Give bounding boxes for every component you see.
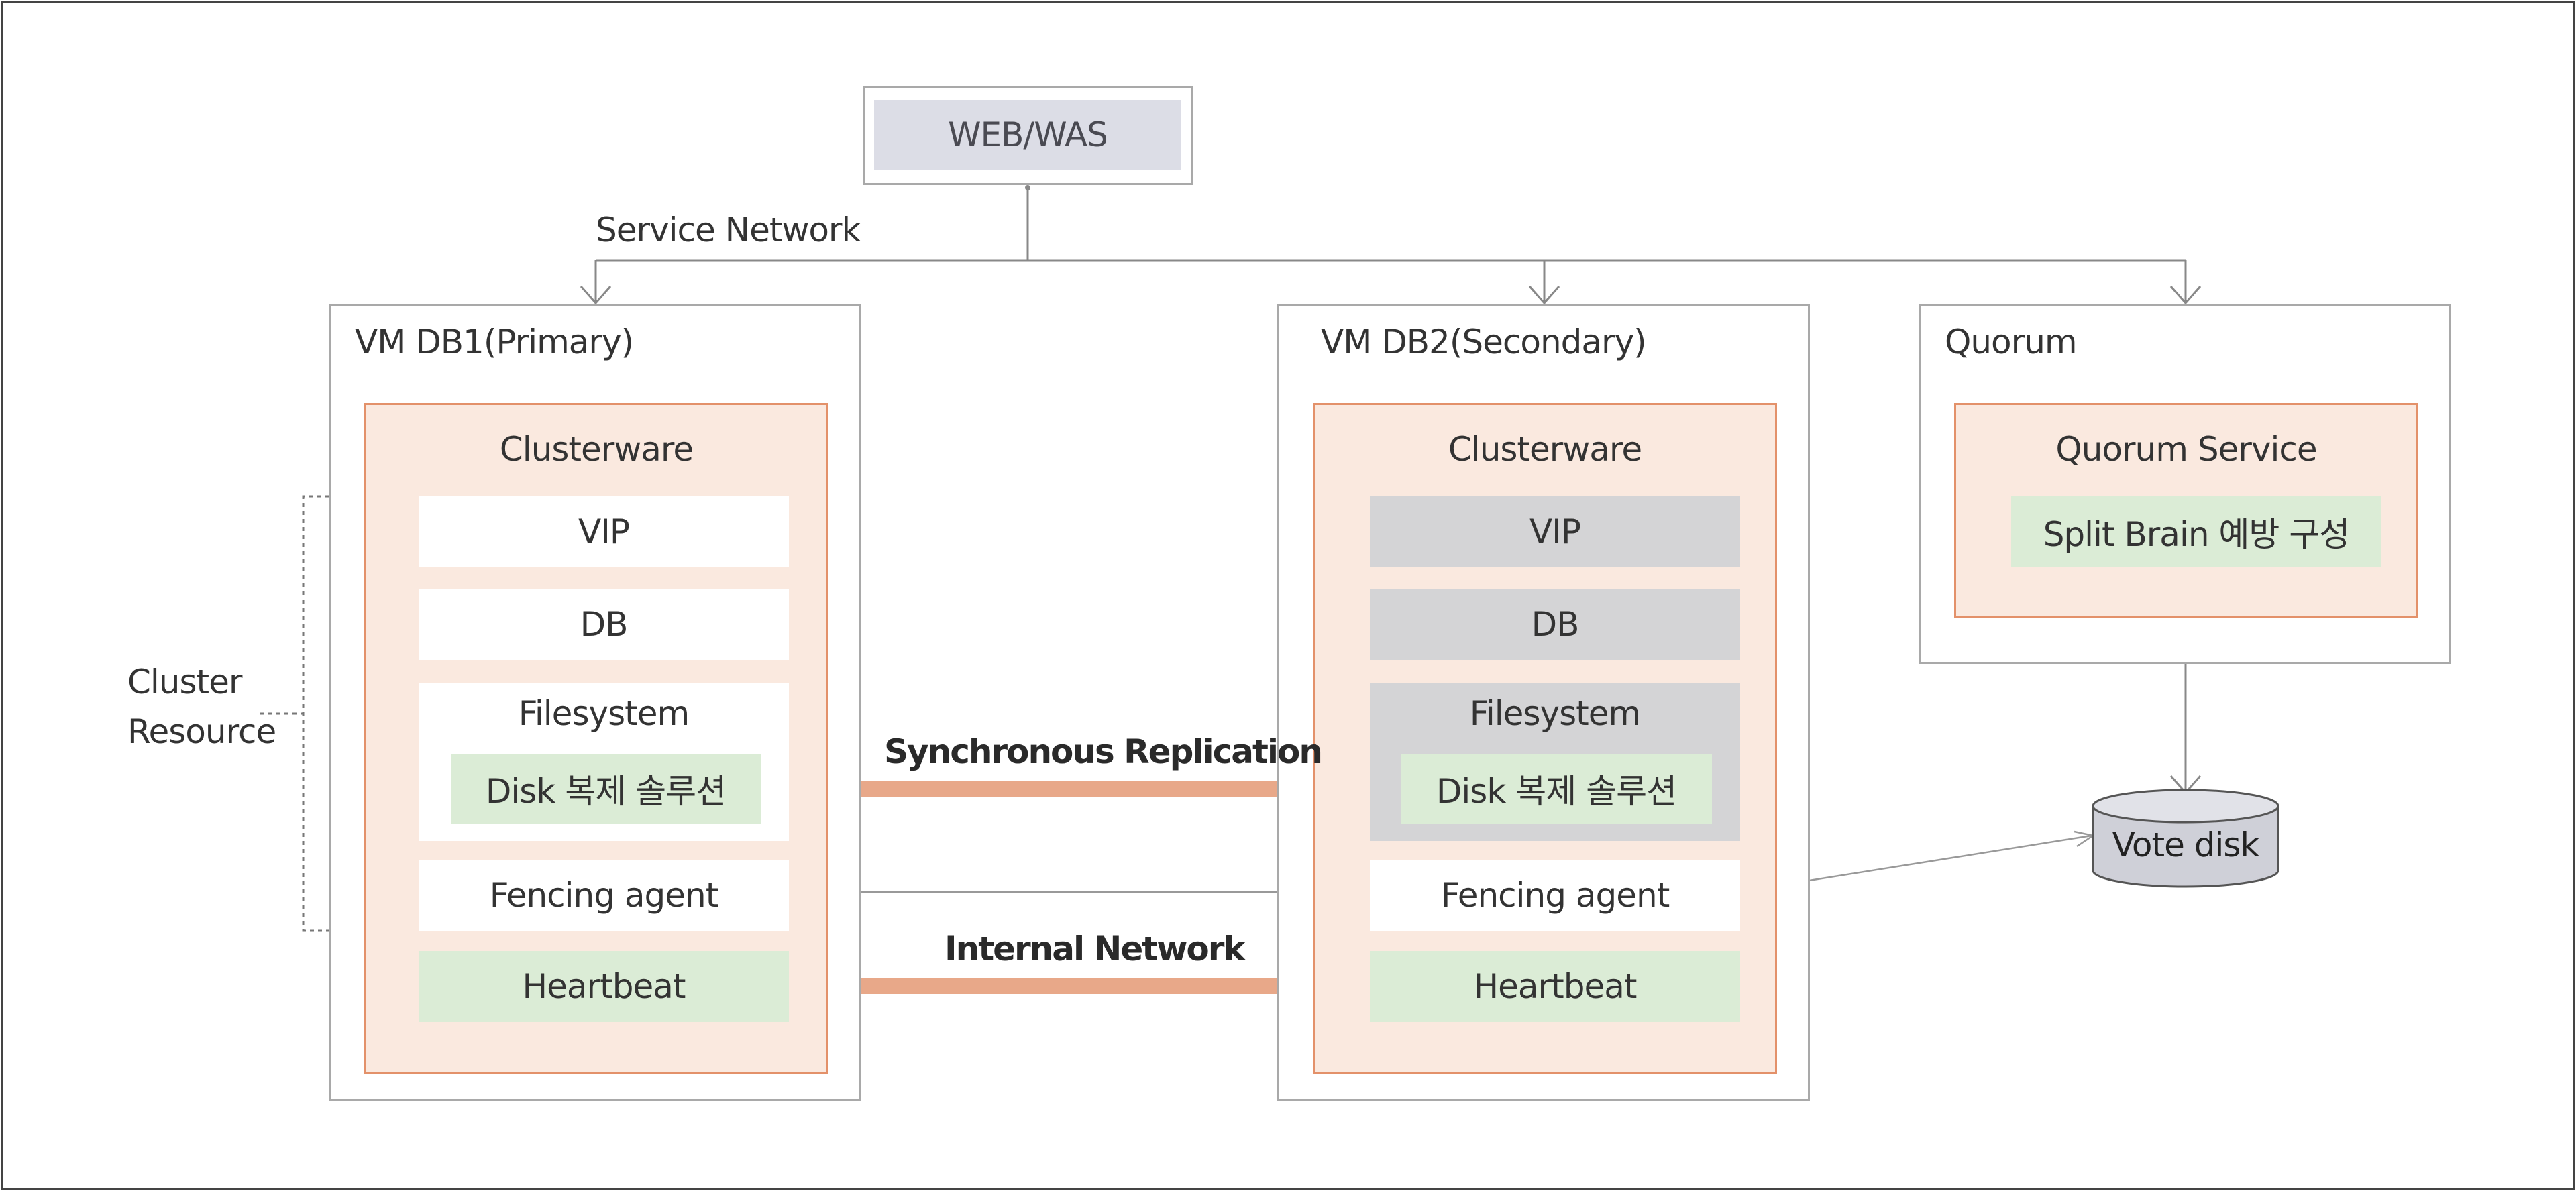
arrowhead-vm1 <box>580 286 612 305</box>
arrowhead-quorum <box>2169 286 2202 305</box>
vote-disk-label: Vote disk <box>2112 826 2260 864</box>
sync-arrow-shaft <box>789 781 1355 797</box>
vm-db1-title: VM DB1(Primary) <box>355 323 634 361</box>
sync-replication-label: Synchronous Replication <box>884 732 1323 771</box>
web-was-label: WEB/WAS <box>874 100 1181 170</box>
vote-disk-cylinder <box>2092 789 2279 888</box>
vm-db2-clusterware: Clusterware VIP DB Filesystem Disk 복제 솔루… <box>1313 403 1777 1074</box>
vm-db2-db: DB <box>1370 589 1740 660</box>
vm-db1-heartbeat: Heartbeat <box>419 951 789 1022</box>
vm-db1-panel: VM DB1(Primary) Clusterware VIP DB Files… <box>329 304 861 1101</box>
vm-db2-title: VM DB2(Secondary) <box>1321 323 1647 361</box>
web-was-box: WEB/WAS <box>863 86 1193 185</box>
service-network-lines <box>596 185 2186 262</box>
vm-db1-fencing-agent: Fencing agent <box>419 860 789 931</box>
service-network-label: Service Network <box>596 211 861 249</box>
web-connector-dot <box>1025 185 1030 190</box>
vm-db2-panel: VM DB2(Secondary) Clusterware VIP DB Fil… <box>1277 304 1810 1101</box>
internal-network-label: Internal Network <box>945 929 1246 968</box>
vm-db2-vip: VIP <box>1370 496 1740 567</box>
vm-db2-clusterware-title: Clusterware <box>1448 430 1642 469</box>
vm-db2-heartbeat: Heartbeat <box>1370 951 1740 1022</box>
arrowhead-vm2 <box>1528 286 1560 305</box>
vm-db1-db: DB <box>419 589 789 660</box>
vm-db1-filesystem-label: Filesystem <box>518 694 690 733</box>
split-brain-prevention: Split Brain 예방 구성 <box>2011 496 2381 567</box>
vote-disk-top <box>2092 789 2279 824</box>
quorum-service-box: Quorum Service Split Brain 예방 구성 <box>1954 403 2418 618</box>
vm-db1-clusterware-title: Clusterware <box>499 430 694 469</box>
cluster-resource-label-line2: Resource <box>127 712 276 751</box>
vm-db1-filesystem: Filesystem Disk 복제 솔루션 <box>419 683 789 841</box>
cluster-resource-label-line1: Cluster <box>127 663 242 701</box>
arrowhead-fencing-vote <box>2074 830 2096 848</box>
quorum-title: Quorum <box>1945 323 2078 361</box>
vm-db2-filesystem-label: Filesystem <box>1469 694 1641 733</box>
internal-arrow-shaft <box>820 978 1323 994</box>
vm-db2-disk-replication: Disk 복제 솔루션 <box>1401 754 1712 824</box>
vote-disk-body <box>2092 806 2279 888</box>
vm-db2-filesystem: Filesystem Disk 복제 솔루션 <box>1370 683 1740 841</box>
vm-db1-disk-replication: Disk 복제 솔루션 <box>451 754 761 824</box>
quorum-service-title: Quorum Service <box>2055 430 2317 469</box>
quorum-panel: Quorum Quorum Service Split Brain 예방 구성 <box>1919 304 2451 664</box>
vm-db1-clusterware: Clusterware VIP DB Filesystem Disk 복제 솔루… <box>364 403 828 1074</box>
vm-db2-fencing-agent: Fencing agent <box>1370 860 1740 931</box>
vm-db1-vip: VIP <box>419 496 789 567</box>
